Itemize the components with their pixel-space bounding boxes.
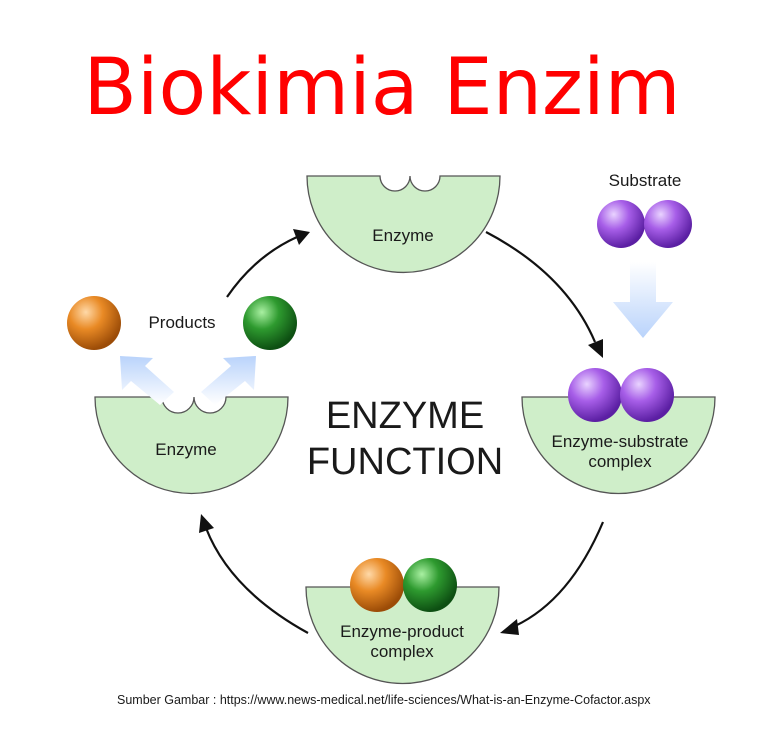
center-label-line1: ENZYME (326, 395, 484, 437)
cycle-arrows (199, 229, 605, 635)
product-flow-arrow-left (120, 356, 174, 405)
arrow-enzyme-to-es (485, 231, 597, 343)
ep-product-orange (350, 558, 404, 612)
ep-complex-shape (305, 586, 500, 685)
product-green (243, 296, 297, 350)
enzyme-product-complex: Enzyme-product complex (305, 558, 500, 685)
es-complex-shape (521, 396, 716, 495)
image-source-credit: Sumber Gambar : https://www.news-medical… (117, 693, 651, 707)
enzyme-substrate-complex: Enzyme-substrate complex (521, 368, 716, 495)
enzyme-top-label: Enzyme (372, 226, 433, 245)
center-label-line2: FUNCTION (307, 441, 503, 483)
substrate-molecule-left (597, 200, 645, 248)
arrow-head-3 (500, 619, 519, 635)
ep-complex-label-line2: complex (370, 642, 434, 661)
enzyme-left: Enzyme (94, 396, 289, 495)
page-title: Biokimia Enzim (83, 43, 680, 133)
arrow-head-2 (588, 339, 603, 358)
product-flow-arrow-right (201, 356, 256, 405)
enzyme-top-shape (306, 175, 501, 274)
products-label: Products (148, 313, 215, 332)
es-complex-label-line2: complex (588, 452, 652, 471)
enzyme-left-label: Enzyme (155, 440, 216, 459)
substrate-molecule-right (644, 200, 692, 248)
substrate-flow-arrow (613, 262, 673, 338)
product-orange (67, 296, 121, 350)
es-complex-label-line1: Enzyme-substrate (552, 432, 689, 451)
substrate-label: Substrate (609, 171, 682, 190)
enzyme-top: Enzyme (306, 175, 501, 274)
es-substrate-left (568, 368, 622, 422)
ep-complex-label-line1: Enzyme-product (340, 622, 464, 641)
ep-product-green (403, 558, 457, 612)
arrow-products-to-enzyme (226, 235, 298, 298)
arrow-ep-to-enzyme (204, 527, 309, 634)
arrow-es-to-ep (514, 521, 605, 627)
products-group: Products (67, 296, 297, 405)
enzyme-left-shape (94, 396, 289, 495)
arrow-head-4 (199, 514, 214, 533)
es-substrate-right (620, 368, 674, 422)
substrate-group: Substrate (597, 171, 692, 338)
arrow-head-1 (293, 229, 310, 245)
